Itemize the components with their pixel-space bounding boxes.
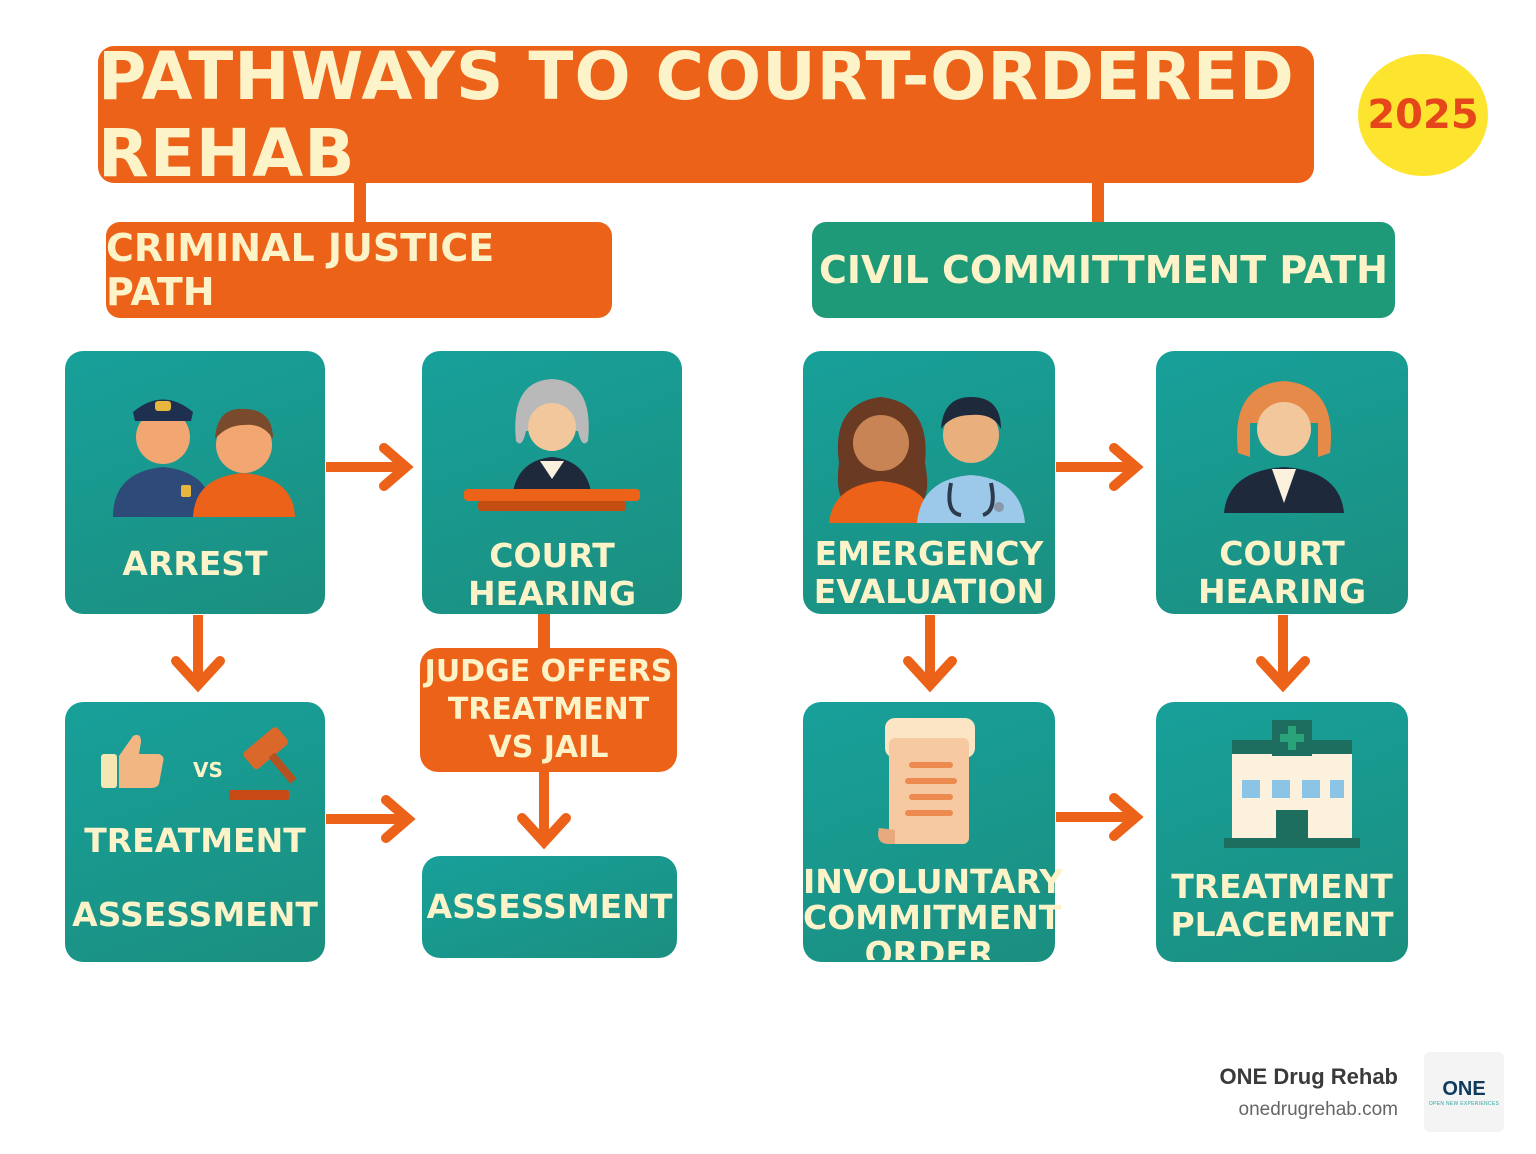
- involuntary-label-1: INVOLUNTARY: [803, 862, 1064, 901]
- gavel-icon: [229, 727, 297, 800]
- emergency-evaluation-card: EMERGENCY EVALUATION: [803, 351, 1055, 614]
- lawyer-icon: [1224, 381, 1344, 513]
- assessment-label-left: ASSESSMENT: [72, 895, 318, 934]
- logo-text: ONE: [1442, 1077, 1486, 1100]
- civil-court-label-2: HEARING: [1197, 572, 1367, 611]
- connector-title-civil: [1092, 183, 1104, 223]
- year-badge: 2025: [1358, 54, 1488, 176]
- brand-url[interactable]: onedrugrehab.com: [1238, 1099, 1399, 1120]
- judge-offers-line-3: VS JAIL: [488, 730, 609, 765]
- arrow-treatment-to-assessment: [326, 795, 416, 843]
- connector-court-to-judge: [538, 614, 550, 650]
- arrow-emergency-to-court: [1056, 443, 1144, 491]
- civil-court-label-1: COURT: [1219, 534, 1345, 573]
- arrest-card: ARREST: [65, 351, 325, 614]
- criminal-court-label-1: COURT: [489, 536, 615, 575]
- thumbs-up-icon: [101, 734, 164, 788]
- criminal-court-label-2: HEARING: [467, 574, 637, 613]
- assessment-label: ASSESSMENT: [426, 887, 673, 926]
- treatment-assessment-card: VS TREATMENT ASSESSMENT: [65, 702, 325, 962]
- involuntary-label-3: ORDER: [864, 936, 994, 960]
- arrest-label: ARREST: [122, 544, 268, 583]
- page-title: PATHWAYS TO COURT-ORDERED REHAB: [98, 38, 1314, 192]
- judge-offers-line-2: TREATMENT: [447, 692, 650, 727]
- arrow-emergency-to-order: [903, 615, 957, 693]
- involuntary-commitment-card: INVOLUNTARY COMMITMENT ORDER: [803, 702, 1064, 962]
- brand-name: ONE Drug Rehab: [1219, 1064, 1398, 1089]
- arrow-arrest-to-treatment: [171, 615, 225, 693]
- hospital-icon: [1224, 720, 1360, 848]
- brand-logo: ONE OPEN NEW EXPERIENCES: [1424, 1052, 1504, 1132]
- connector-title-criminal: [354, 183, 366, 223]
- emergency-label-1: EMERGENCY: [814, 534, 1044, 573]
- document-icon: [878, 718, 975, 844]
- arrow-arrest-to-court: [326, 443, 414, 491]
- placement-label-1: TREATMENT: [1171, 867, 1393, 906]
- judge-offers-line-1: JUDGE OFFERS: [424, 654, 673, 689]
- criminal-court-hearing-card: COURT HEARING: [422, 351, 682, 614]
- treatment-placement-card: TREATMENT PLACEMENT: [1156, 702, 1408, 962]
- logo-tagline: OPEN NEW EXPERIENCES: [1428, 1100, 1500, 1107]
- civil-path-heading: CIVIL COMMITTMENT PATH: [812, 222, 1395, 318]
- vs-label: VS: [193, 758, 223, 782]
- police-officer-icon: [113, 399, 295, 517]
- placement-label-2: PLACEMENT: [1170, 905, 1394, 944]
- criminal-path-heading: CRIMINAL JUSTICE PATH: [106, 222, 612, 318]
- treatment-label: TREATMENT: [84, 821, 306, 860]
- civil-court-hearing-card: COURT HEARING: [1156, 351, 1408, 614]
- assessment-card: ASSESSMENT: [422, 856, 677, 958]
- emergency-label-2: EVALUATION: [813, 572, 1045, 611]
- arrow-judge-to-assessment: [517, 770, 571, 850]
- arrow-court-to-placement: [1256, 615, 1310, 693]
- involuntary-label-2: COMMITMENT: [803, 898, 1062, 937]
- arrow-order-to-placement: [1056, 793, 1144, 841]
- patient-icon: [829, 397, 1025, 523]
- judge-icon: [464, 379, 640, 511]
- judge-offers-box: JUDGE OFFERS TREATMENT VS JAIL: [420, 648, 677, 772]
